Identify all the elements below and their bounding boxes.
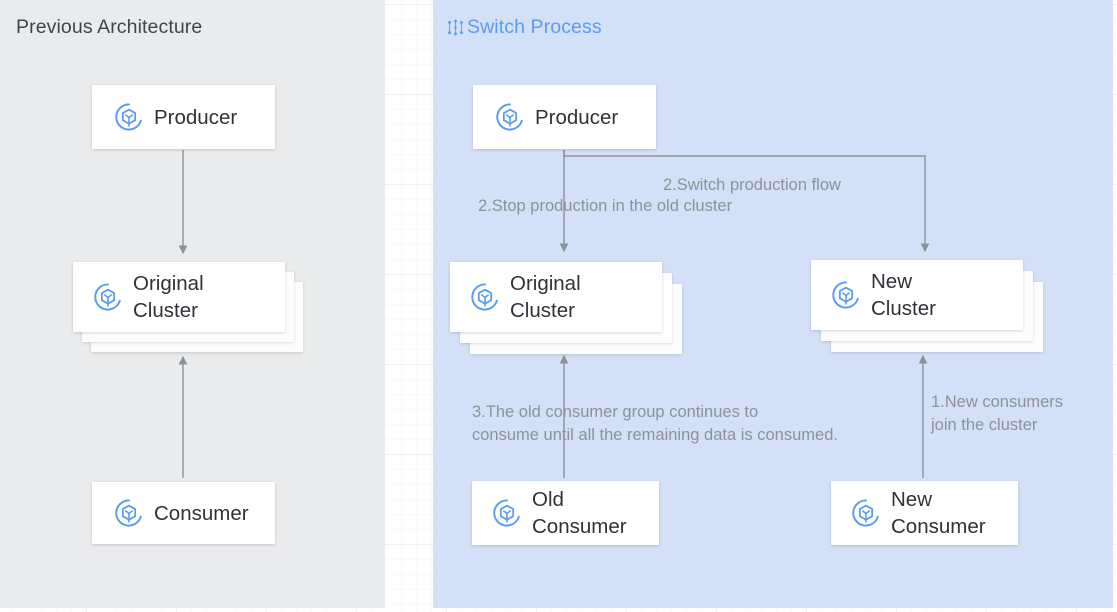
cluster-cube-icon <box>115 103 142 131</box>
caption-new-consumers-join: 1.New consumers join the cluster <box>931 393 1064 434</box>
node-label: New Consumer <box>891 488 986 538</box>
node-label: Old Consumer <box>532 488 627 538</box>
cluster-cube-icon <box>852 499 879 527</box>
node-left-consumer[interactable]: Consumer <box>92 482 275 544</box>
cluster-cube-icon <box>471 283 498 311</box>
node-left-original-cluster[interactable]: Original Cluster <box>73 262 285 332</box>
node-right-new-cluster[interactable]: New Cluster <box>811 260 1023 330</box>
node-label: Producer <box>535 105 619 129</box>
node-left-producer[interactable]: Producer <box>92 85 275 149</box>
node-label: Original Cluster <box>133 272 204 322</box>
node-new-consumer[interactable]: New Consumer <box>831 481 1018 545</box>
node-right-producer[interactable]: Producer <box>473 85 656 149</box>
cluster-cube-icon <box>94 283 121 311</box>
switch-process-icon <box>448 19 463 36</box>
cluster-cube-icon <box>496 103 523 131</box>
caption-stop-production: 2.Stop production in the old cluster <box>478 197 733 215</box>
node-old-consumer[interactable]: Old Consumer <box>472 481 659 545</box>
node-label: Original Cluster <box>510 272 581 322</box>
node-right-original-cluster[interactable]: Original Cluster <box>450 262 662 332</box>
cluster-cube-icon <box>493 499 520 527</box>
caption-old-consumer-group: 3.The old consumer group continues to co… <box>472 403 838 444</box>
page-title-previous-architecture: Previous Architecture <box>16 16 203 38</box>
node-label: New Cluster <box>871 270 936 320</box>
page-title-switch-process: Switch Process <box>467 16 602 38</box>
cluster-cube-icon <box>115 499 142 527</box>
cluster-cube-icon <box>832 281 859 309</box>
caption-switch-production-flow: 2.Switch production flow <box>663 176 841 194</box>
node-label: Consumer <box>154 501 249 525</box>
node-label: Producer <box>154 105 238 129</box>
